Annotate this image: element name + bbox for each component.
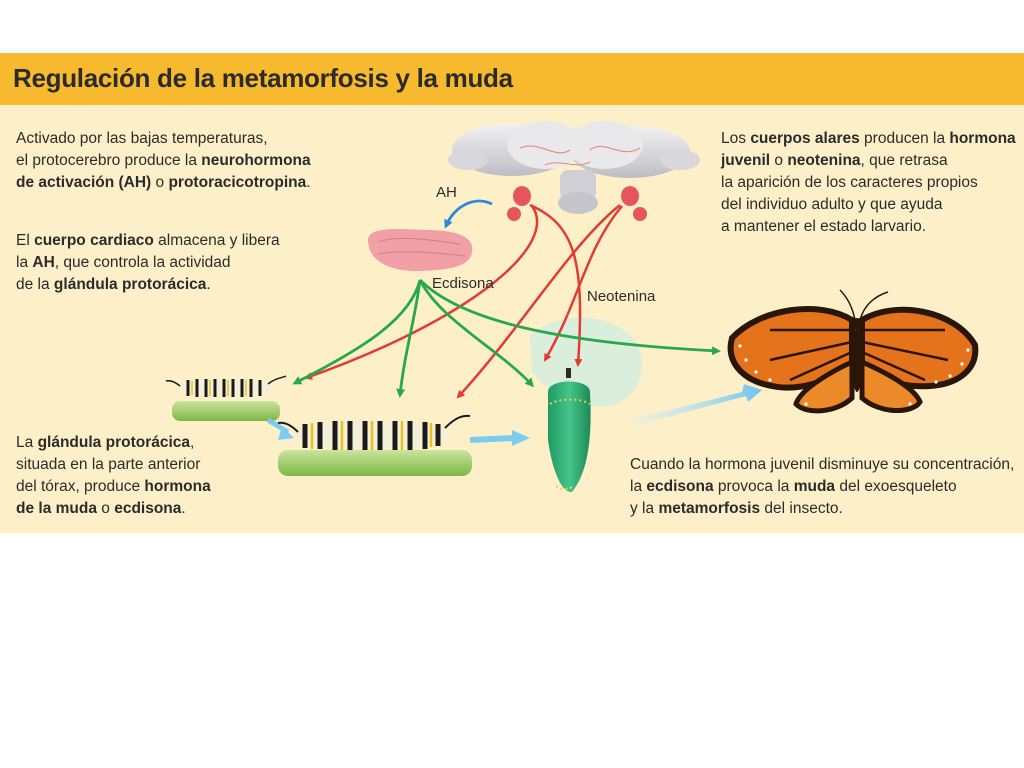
text-line: Cuando la hormona juvenil disminuye su c… [630,454,1014,476]
bold-term: de la muda [16,500,97,517]
large-caterpillar-illustration [277,414,472,476]
text-line: la ecdisona provoca la muda del exoesque… [630,476,1014,498]
text-line: El cuerpo cardiaco almacena y libera [16,230,280,252]
text-line: de la glándula protorácica. [16,274,280,296]
text-run: o [770,152,788,169]
text-block-prothoracic-gland: La glándula protorácica, situada en la pa… [16,432,211,520]
bold-term: glándula protorácica [37,434,191,451]
bold-term: neurohormona [201,152,311,169]
text-line: Los cuerpos alares producen la hormona [721,128,1016,150]
text-run: La [16,434,38,451]
text-line: Activado por las bajas temperaturas, [16,128,311,150]
text-line: la AH, que controla la actividad [16,252,280,274]
bold-term: juvenil [721,152,771,169]
text-line: de activación (AH) o protoracicotropina. [16,172,311,194]
bold-term: muda [793,478,836,495]
bold-term: protoracicotropina [168,174,307,191]
bold-term: neotenina [787,152,861,169]
text-run: producen la [859,130,950,147]
text-block-protocerebrum: Activado por las bajas temperaturas, el p… [16,128,311,194]
chrysalis-illustration [548,368,591,493]
bold-term: hormona [949,130,1016,147]
bold-term: cuerpos alares [750,130,860,147]
bold-term: hormona [144,478,211,495]
text-line: a mantener el estado larvario. [721,216,1016,238]
text-run: provoca la [713,478,794,495]
bold-term: ecdisona [114,500,182,517]
text-run: la [630,478,647,495]
ah-label: AH [436,184,457,201]
text-run: de la [16,276,54,293]
text-run: o [151,174,169,191]
bold-term: de activación (AH) [16,174,152,191]
text-run: El [16,232,35,249]
text-run: la [16,254,33,271]
text-run: a mantener el estado larvario. [721,218,927,235]
text-run: del insecto. [760,500,843,517]
neotenina-label: Neotenina [587,288,656,305]
text-run: la aparición de los caracteres propios [721,174,978,191]
text-run: y la [630,500,659,517]
text-line: del individuo adulto y que ayuda [721,194,1016,216]
text-run: situada en la parte anterior [16,456,201,473]
title-bar [0,53,1024,105]
text-line: juvenil o neotenina, que retrasa [721,150,1016,172]
bold-term: glándula protorácica [53,276,207,293]
text-line: el protocerebro produce la neurohormona [16,150,311,172]
text-run: , que retrasa [860,152,948,169]
prothoracic-gland-illustration [368,229,473,272]
page-title: Regulación de la metamorfosis y la muda [13,63,513,93]
neotenina-arrows [304,203,623,399]
text-run: , [190,434,195,451]
small-caterpillar-illustration [165,375,287,421]
ah-arrow [444,199,493,229]
bold-term: ecdisona [646,478,714,495]
text-line: del tórax, produce hormona [16,476,211,498]
text-run: del exoesqueleto [835,478,957,495]
text-line: situada en la parte anterior [16,454,211,476]
text-line: de la muda o ecdisona. [16,498,211,520]
text-run: . [181,500,186,517]
ecdisona-arrows [292,279,721,398]
ecdisona-label: Ecdisona [432,275,494,292]
text-run: Activado por las bajas temperaturas, [16,130,268,147]
text-run: almacena y libera [153,232,280,249]
text-run: , que controla la actividad [54,254,231,271]
text-line: la aparición de los caracteres propios [721,172,1016,194]
text-run: del individuo adulto y que ayuda [721,196,943,213]
text-run: del tórax, produce [16,478,145,495]
text-line: y la metamorfosis del insecto. [630,498,1014,520]
monarch-butterfly-illustration [727,289,979,414]
text-run: el protocerebro produce la [16,152,202,169]
bold-term: cuerpo cardiaco [34,232,154,249]
text-run: o [96,500,115,517]
text-run: Los [721,130,751,147]
bold-term: metamorfosis [658,500,761,517]
text-run: . [306,174,311,191]
bold-term: AH [32,254,55,271]
text-block-metamorphosis: Cuando la hormona juvenil disminuye su c… [630,454,1014,520]
text-run: . [206,276,211,293]
brain-illustration [448,121,700,221]
text-line: La glándula protorácica, [16,432,211,454]
text-run: Cuando la hormona juvenil disminuye su c… [630,456,1015,473]
development-arrows [266,384,762,446]
